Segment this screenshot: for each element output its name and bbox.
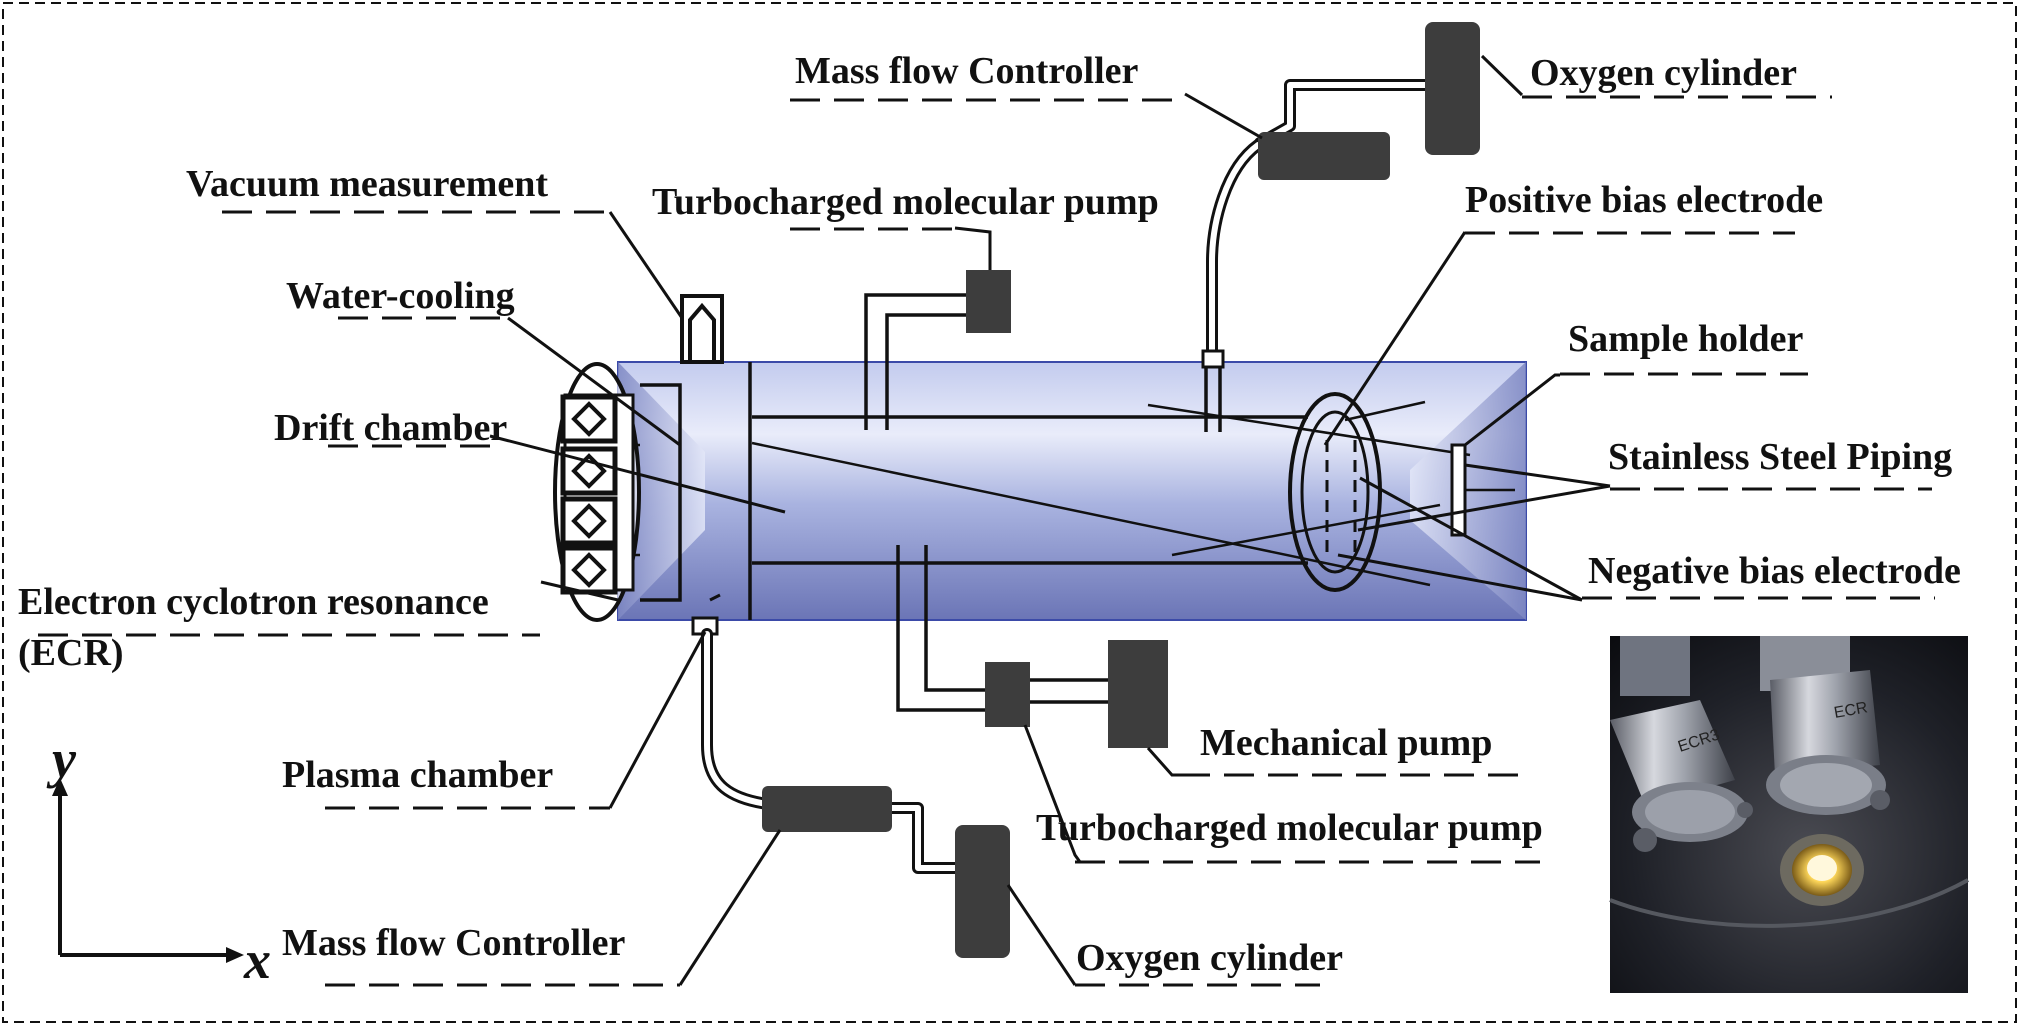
- mechanical-pump: [1108, 640, 1168, 748]
- label-stainless-piping: Stainless Steel Piping: [1608, 436, 1952, 478]
- mass-flow-controller-bottom: [762, 786, 892, 832]
- label-ecr-line1: Electron cyclotron resonance: [18, 581, 489, 623]
- axis-x-label: x: [243, 930, 271, 990]
- magnet-coil-3: [560, 496, 618, 546]
- label-water-cooling: Water-cooling: [286, 275, 515, 317]
- label-drift-chamber: Drift chamber: [274, 407, 507, 449]
- coordinate-axes: y x: [46, 729, 271, 990]
- label-oxygen-top: Oxygen cylinder: [1530, 52, 1797, 94]
- label-ecr-line2: (ECR): [18, 632, 124, 674]
- ecr-bracket: [640, 383, 682, 602]
- oxygen-cylinder-top: [1425, 22, 1480, 155]
- magnet-coil-1: [560, 394, 618, 444]
- label-mfc-bottom: Mass flow Controller: [282, 922, 625, 964]
- label-turbo-bottom: Turbocharged molecular pump: [1036, 807, 1543, 849]
- magnet-coil-4: [560, 545, 618, 595]
- photo-ecr-unit-right: ECR: [1760, 636, 1886, 815]
- label-plasma-chamber: Plasma chamber: [282, 754, 553, 796]
- vacuum-gauge: [680, 294, 724, 364]
- labels: Mass flow Controller Oxygen cylinder Vac…: [18, 50, 1961, 979]
- label-sample-holder: Sample holder: [1568, 318, 1804, 360]
- axis-y-label: y: [46, 729, 77, 789]
- photo-tag-right: ECR: [1833, 699, 1869, 722]
- label-mechanical-pump: Mechanical pump: [1200, 722, 1492, 764]
- ecr-source: [553, 362, 641, 622]
- oxygen-cylinder-bottom: [955, 825, 1010, 958]
- vacuum-chamber: [617, 361, 1527, 621]
- leader-lines: [489, 54, 1611, 986]
- sample-holder-plate: [1450, 443, 1467, 537]
- mass-flow-controller-top: [1258, 132, 1390, 180]
- label-mfc-top: Mass flow Controller: [795, 50, 1138, 92]
- inset-photo: ECR3 ECR: [1609, 636, 1969, 993]
- label-positive-bias: Positive bias electrode: [1465, 179, 1823, 221]
- photo-ecr-unit-left: ECR3: [1610, 636, 1748, 842]
- label-underlines: [38, 95, 1935, 987]
- label-negative-bias: Negative bias electrode: [1588, 550, 1961, 592]
- label-vacuum-measurement: Vacuum measurement: [186, 163, 548, 205]
- turbo-pump-top: [966, 270, 1011, 333]
- label-turbo-top: Turbocharged molecular pump: [652, 181, 1159, 223]
- label-oxygen-bottom: Oxygen cylinder: [1076, 937, 1343, 979]
- bias-electrodes: [1288, 392, 1382, 592]
- turbo-pump-bottom: [985, 662, 1030, 727]
- top-pipe-fitting: [1201, 349, 1225, 369]
